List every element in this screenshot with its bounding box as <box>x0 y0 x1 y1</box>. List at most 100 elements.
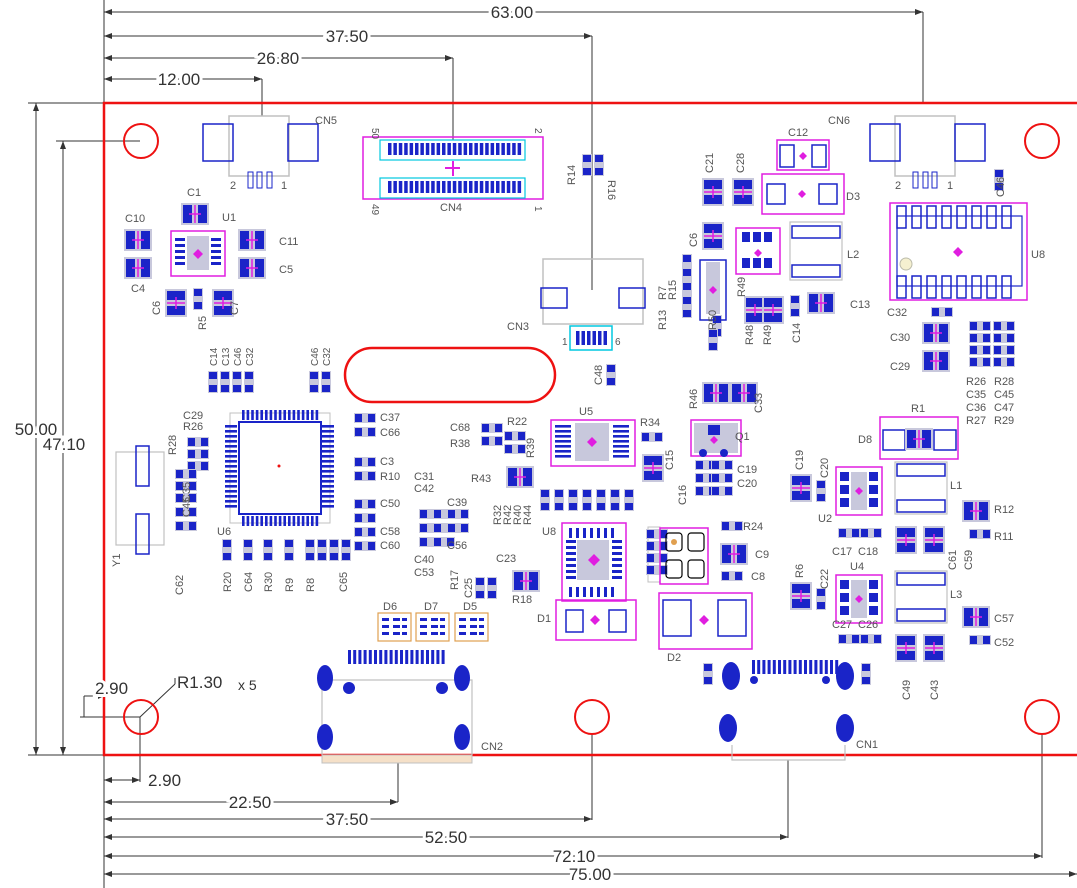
pad <box>683 297 691 304</box>
q1-courtyard <box>690 419 742 457</box>
passive <box>354 499 376 509</box>
pad <box>983 636 990 644</box>
capacitor <box>212 289 234 317</box>
capacitor <box>962 606 990 628</box>
pad <box>225 455 237 458</box>
u1-label: U1 <box>222 212 236 224</box>
capacitor <box>962 500 990 522</box>
pad <box>683 310 691 317</box>
capacitor <box>238 257 266 279</box>
pad <box>188 450 195 458</box>
capacitor <box>895 634 917 662</box>
pad <box>188 462 195 470</box>
pad <box>447 143 451 155</box>
pad <box>840 472 849 481</box>
body <box>354 499 376 509</box>
pad <box>696 461 703 469</box>
cn6-label: CN6 <box>828 115 850 127</box>
pad <box>896 608 946 622</box>
pad <box>459 618 466 621</box>
pad <box>555 445 571 448</box>
pad <box>452 143 457 155</box>
passive <box>860 528 882 538</box>
pad <box>869 472 878 481</box>
pad <box>240 259 249 277</box>
pad <box>488 578 496 585</box>
pad <box>141 259 150 277</box>
passive <box>703 663 713 685</box>
body <box>554 489 564 511</box>
body <box>433 509 455 519</box>
cn5-pin-label: 1 <box>281 180 287 192</box>
dim-2-90-bottom: 2.90 <box>148 771 181 790</box>
pad <box>322 485 334 488</box>
u7-courtyard <box>889 202 1028 301</box>
body <box>175 507 197 517</box>
pad <box>979 502 988 520</box>
pad <box>223 553 231 560</box>
u7-pin <box>926 205 937 229</box>
center-mark <box>590 615 600 625</box>
cn2-label: CN2 <box>481 741 503 753</box>
pad <box>452 181 457 193</box>
d1-pad <box>565 609 584 633</box>
pad <box>583 490 591 497</box>
pad <box>595 168 603 175</box>
component-label: C13 <box>221 347 232 366</box>
passive <box>354 471 376 481</box>
pad <box>1007 358 1014 366</box>
pad <box>613 450 629 453</box>
component-label: C61 <box>947 550 959 570</box>
cn4-pin-label: 1 <box>532 206 543 212</box>
pad <box>393 143 397 155</box>
passive <box>711 473 733 483</box>
passive <box>969 357 991 367</box>
pad <box>517 181 522 193</box>
pad <box>265 410 268 420</box>
pad <box>964 502 973 520</box>
pad <box>306 516 309 526</box>
pad <box>766 183 786 205</box>
pad <box>310 385 318 392</box>
component-label: C29 <box>890 361 910 373</box>
component-label: R9 <box>284 578 296 592</box>
pad <box>607 365 615 372</box>
pad <box>322 490 334 493</box>
board-layer <box>102 101 1077 757</box>
shield-pad <box>719 714 737 742</box>
cn1-label: CN1 <box>856 739 878 751</box>
component-label: C42 <box>414 483 434 495</box>
pad <box>355 514 362 522</box>
u6-label: U6 <box>217 526 231 538</box>
pad <box>897 543 915 552</box>
component-label: C50 <box>380 498 400 510</box>
component-label: R7 <box>657 286 669 300</box>
pad <box>420 625 427 628</box>
passive <box>711 460 733 470</box>
pad <box>607 378 615 385</box>
body <box>504 431 526 441</box>
pad <box>603 331 607 345</box>
pad <box>704 195 722 204</box>
component-label: C57 <box>994 613 1014 625</box>
pad <box>225 505 237 508</box>
body <box>321 371 331 393</box>
pad <box>225 450 237 453</box>
center-mark <box>953 247 963 257</box>
pad <box>225 495 237 498</box>
body <box>969 321 991 331</box>
pad <box>869 498 878 507</box>
radius-note: R1.30 <box>177 673 222 692</box>
u7-pin <box>971 205 982 229</box>
pad <box>420 143 424 155</box>
pad <box>566 564 576 567</box>
via <box>436 682 448 694</box>
cn5-pin <box>266 171 273 189</box>
cn4-row <box>379 177 526 199</box>
passive <box>232 371 242 393</box>
pad <box>576 331 580 345</box>
pad <box>490 143 495 155</box>
pad <box>983 530 990 538</box>
pad <box>874 529 881 537</box>
pad <box>665 532 683 552</box>
